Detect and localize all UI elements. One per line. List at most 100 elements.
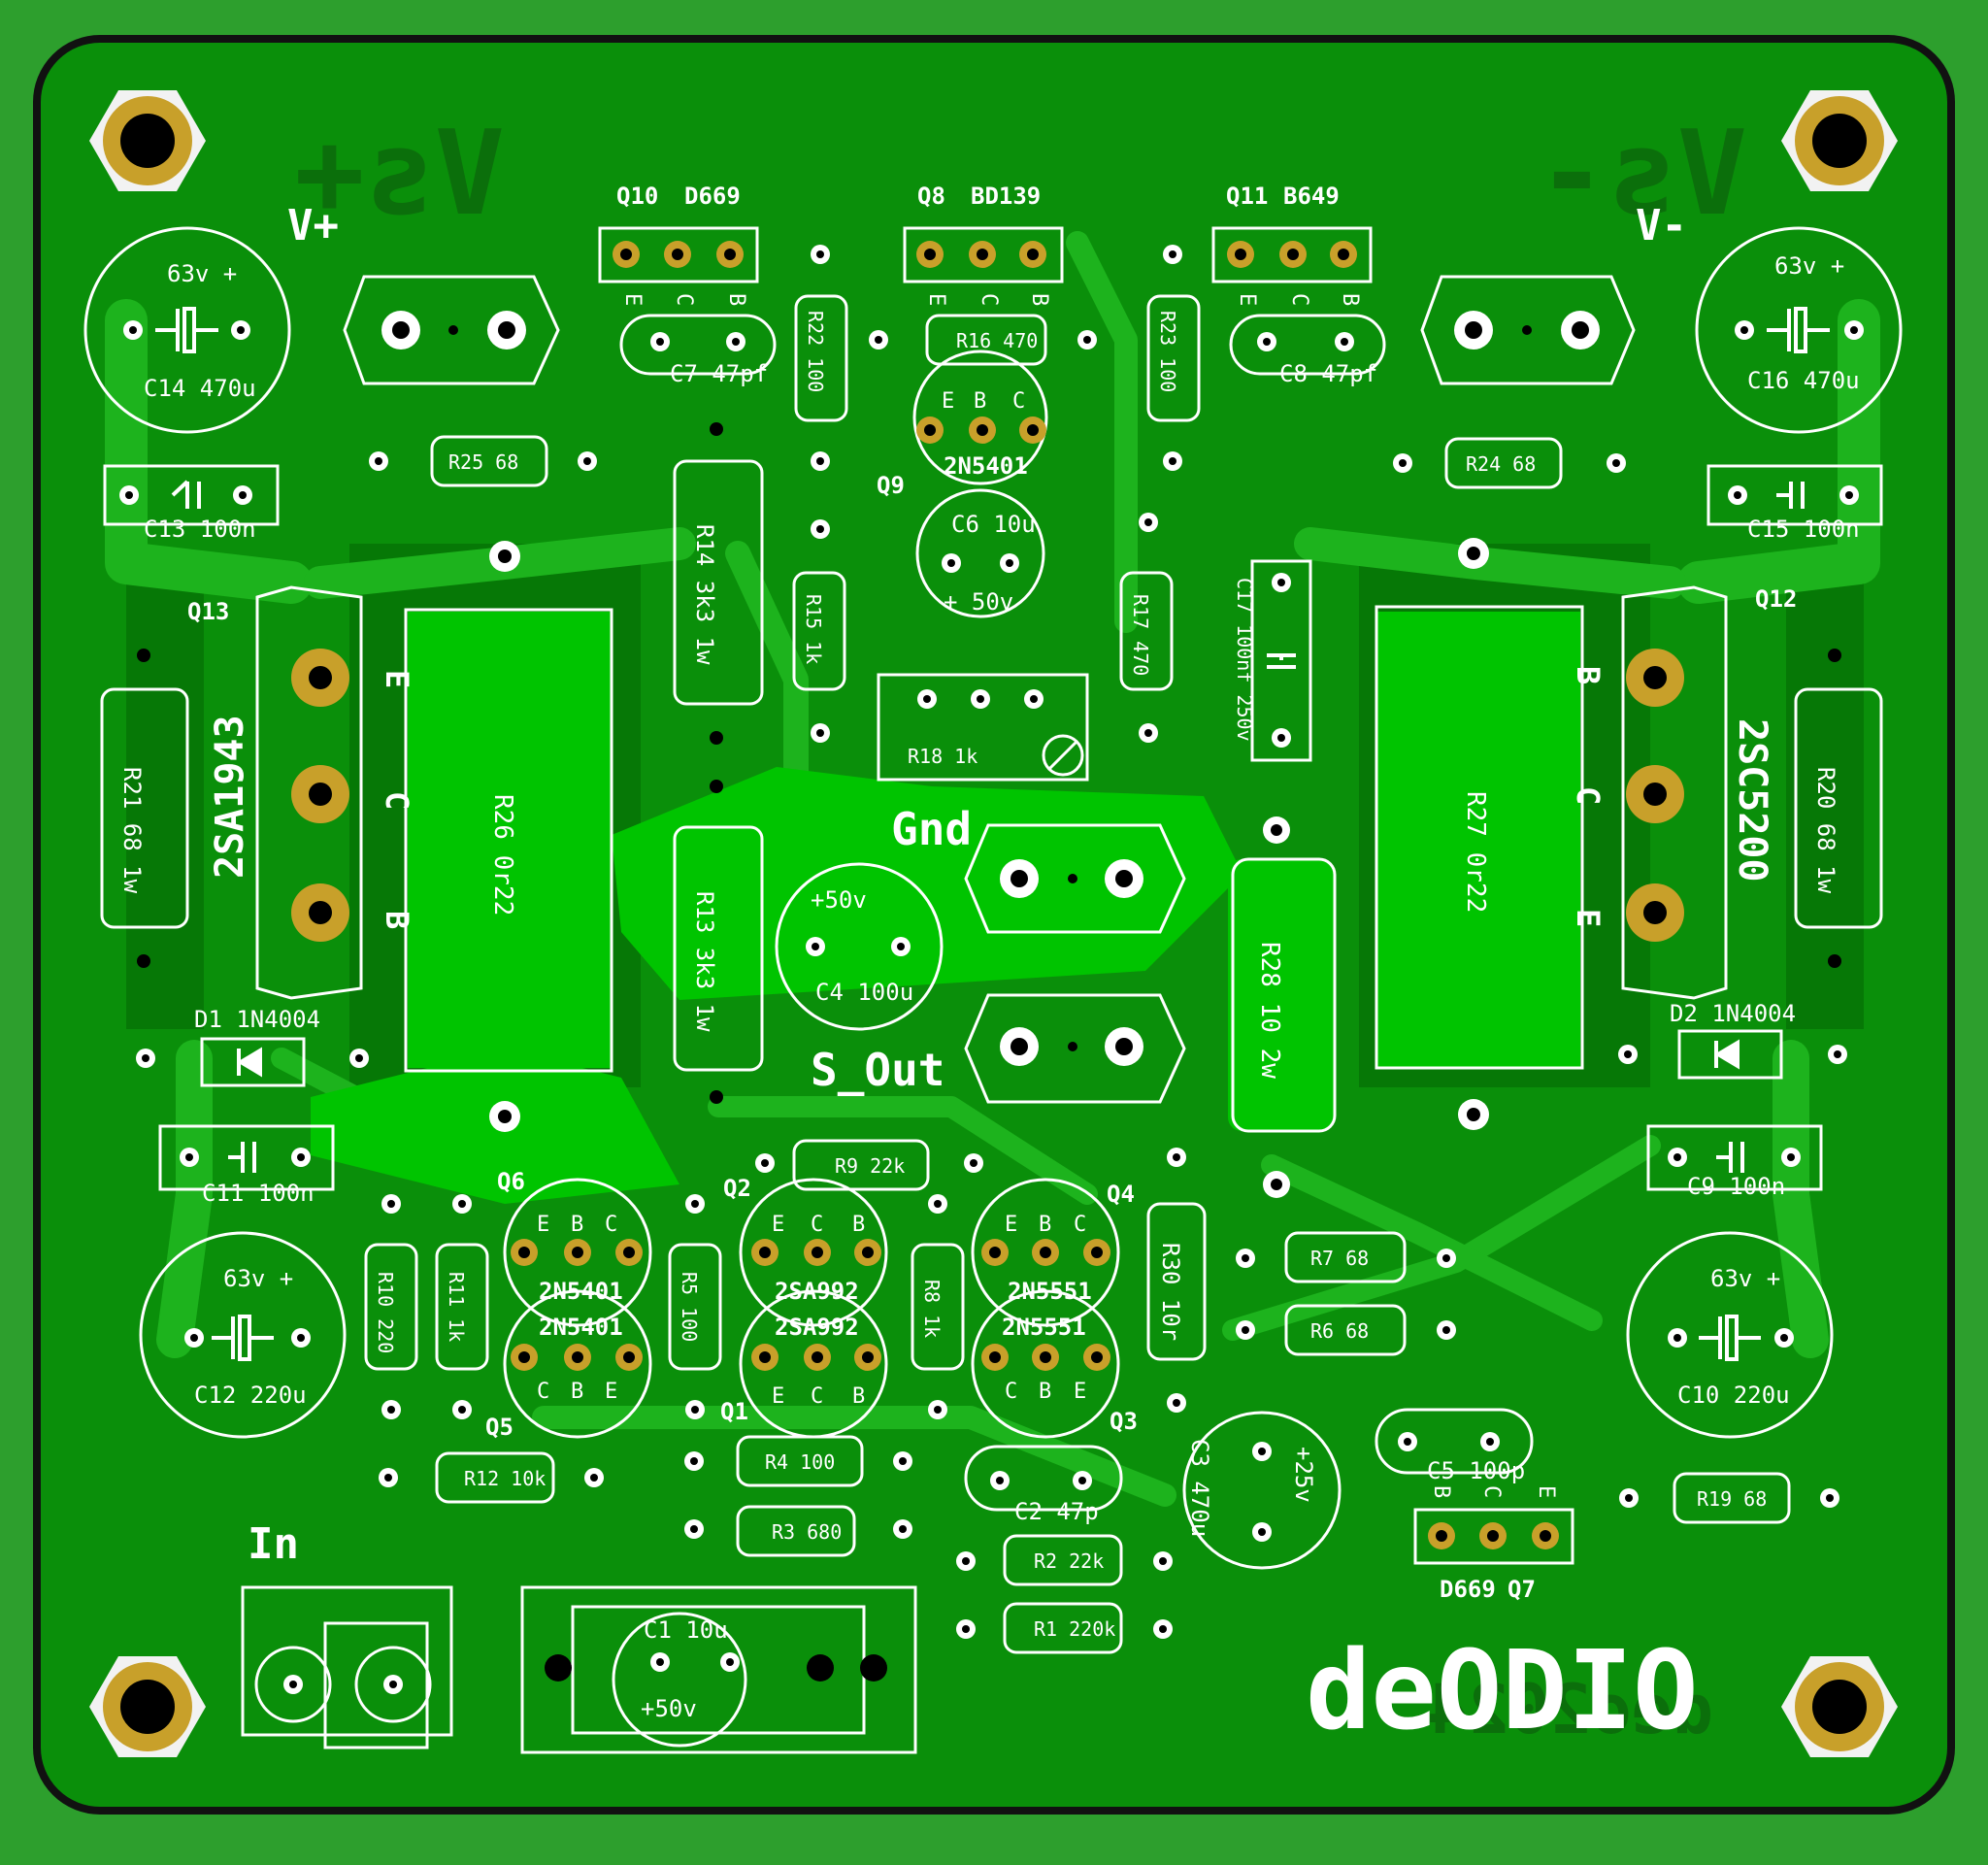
q6-id: Q6 <box>497 1168 525 1195</box>
r7-label: R7 68 <box>1310 1247 1369 1270</box>
r1-label: R1 220k <box>1034 1617 1115 1641</box>
r26-label: R26 0r22 <box>488 794 517 916</box>
q9-id: Q9 <box>877 472 905 499</box>
q7-pin-e: E <box>1534 1485 1558 1498</box>
q3-part: 2N5551 <box>1002 1314 1086 1341</box>
q7-part: D669 <box>1440 1576 1496 1603</box>
c17-label: C17 100nf 250v <box>1233 578 1256 742</box>
q6-part: 2N5401 <box>539 1278 623 1305</box>
r17-label: R17 470 <box>1129 594 1152 676</box>
q1-pin-e: E <box>772 1384 784 1409</box>
c16-label: C16 470u <box>1747 367 1860 394</box>
q13-pin-c: C <box>379 791 415 810</box>
q11-pin-c: C <box>1287 293 1311 306</box>
c9-label: C9 100n <box>1687 1173 1785 1200</box>
q2-part: 2SA992 <box>775 1278 859 1305</box>
q7-pin-c: C <box>1479 1485 1504 1498</box>
q4-id: Q4 <box>1107 1181 1135 1208</box>
r3-label: R3 680 <box>772 1520 842 1544</box>
q10-part: D669 <box>684 183 741 210</box>
c8-label: C8 47pf <box>1279 360 1377 387</box>
r10-label: R10 220 <box>374 1272 397 1353</box>
r21-label: R21 68 1w <box>118 767 146 894</box>
q3-id: Q3 <box>1110 1408 1138 1435</box>
c12-voltage: 63v + <box>223 1265 293 1292</box>
bottom-silk: Vs+ Vs- deo2024 <box>294 107 1747 1749</box>
c12-label: C12 220u <box>194 1382 307 1409</box>
c15-label: C15 100n <box>1747 516 1860 543</box>
q8-id: Q8 <box>917 183 945 210</box>
q8-pin-c: C <box>977 293 1001 306</box>
c10-label: C10 220u <box>1677 1382 1790 1409</box>
q9-part: 2N5401 <box>944 452 1028 480</box>
q3-pin-e: E <box>1074 1380 1086 1404</box>
c6-voltage: + 50v <box>944 588 1013 616</box>
q11-id: Q11 <box>1226 183 1268 210</box>
q7-id: Q7 <box>1508 1576 1536 1603</box>
q2-id: Q2 <box>723 1175 751 1202</box>
q9-pin-b: B <box>974 389 986 414</box>
q3-pin-b: B <box>1039 1380 1051 1404</box>
r13-label: R13 3k3 1w <box>691 891 718 1032</box>
r22-label: R22 100 <box>804 311 827 392</box>
q5-part: 2N5401 <box>539 1314 623 1341</box>
q12-pin-e: E <box>1570 909 1607 927</box>
q1-pin-c: C <box>811 1384 823 1409</box>
q13-pin-e: E <box>379 670 415 688</box>
c11-label: C11 100n <box>202 1180 315 1207</box>
r8-label: R8 1k <box>920 1280 944 1338</box>
q10-pin-b: B <box>724 293 748 306</box>
silk-symbols <box>155 307 1830 1361</box>
q13-part: 2SA1943 <box>208 715 252 879</box>
r4-label: R4 100 <box>765 1450 835 1474</box>
c13-label: C13 100n <box>144 516 256 543</box>
c4-voltage: +50v <box>811 886 867 914</box>
d1-label: D1 1N4004 <box>194 1006 320 1033</box>
r16-label: R16 470 <box>956 329 1038 352</box>
q1-id: Q1 <box>720 1398 748 1425</box>
bottom-vminus-text: Vs- <box>1537 107 1747 242</box>
c3-label: C3 470u <box>1186 1439 1213 1537</box>
q8-pin-b: B <box>1027 293 1051 306</box>
pads <box>119 241 1864 1694</box>
c3-voltage: +25v <box>1290 1447 1317 1503</box>
r24-label: R24 68 <box>1466 452 1536 476</box>
c16-voltage: 63v + <box>1774 252 1844 280</box>
c5-label: C5 100p <box>1427 1457 1525 1484</box>
q4-pin-c: C <box>1074 1213 1086 1237</box>
c1-label: C1 10u <box>644 1616 728 1644</box>
q11-pin-e: E <box>1235 293 1259 306</box>
q12-pin-c: C <box>1570 786 1607 805</box>
q2-pin-b: B <box>852 1213 865 1237</box>
q2-pin-e: E <box>772 1213 784 1237</box>
r20-label: R20 68 1w <box>1812 767 1839 894</box>
r28-label: R28 10 2w <box>1255 942 1284 1079</box>
r25-label: R25 68 <box>448 450 518 474</box>
q4-pin-e: E <box>1005 1213 1017 1237</box>
c4-label: C4 100u <box>815 979 913 1006</box>
q3-pin-c: C <box>1005 1380 1017 1404</box>
q4-pin-b: B <box>1039 1213 1051 1237</box>
vplus-label: V+ <box>287 201 339 250</box>
q6-pin-c: C <box>605 1213 617 1237</box>
q4-part: 2N5551 <box>1008 1278 1092 1305</box>
q5-pin-e: E <box>605 1380 617 1404</box>
q1-pin-b: B <box>852 1384 865 1409</box>
r12-label: R12 10k <box>464 1467 546 1490</box>
d2-label: D2 1N4004 <box>1670 1000 1796 1027</box>
q2-pin-c: C <box>811 1213 823 1237</box>
c1-voltage: +50v <box>641 1695 697 1722</box>
c14-voltage: 63v + <box>167 260 237 287</box>
brand-logo: deODIO <box>1306 1628 1699 1754</box>
q13-id: Q13 <box>187 598 229 625</box>
q11-pin-b: B <box>1338 293 1362 306</box>
r18-label: R18 1k <box>908 745 977 768</box>
c2-label: C2 47p <box>1014 1498 1099 1525</box>
r23-label: R23 100 <box>1156 311 1179 392</box>
bottom-brand-text: deo2024 <box>1427 1670 1713 1749</box>
q5-id: Q5 <box>485 1414 514 1441</box>
q12-part: 2SC5200 <box>1730 718 1774 883</box>
r19-label: R19 68 <box>1697 1487 1767 1511</box>
q8-pin-e: E <box>924 293 948 306</box>
